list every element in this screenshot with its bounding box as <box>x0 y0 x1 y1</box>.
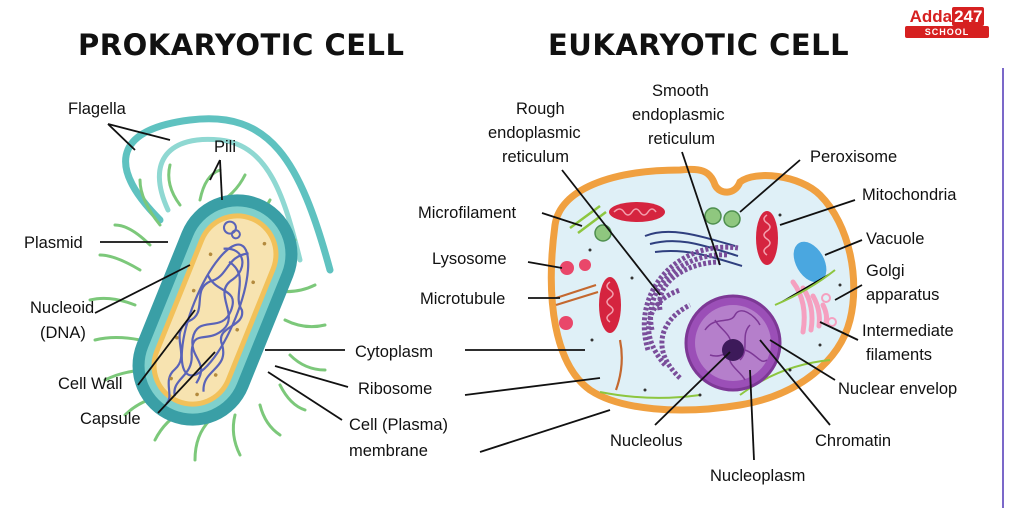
mitochondrion-1 <box>609 202 665 222</box>
label-golgi-line2: apparatus <box>866 286 939 304</box>
microtubule-2 <box>555 290 599 307</box>
label-rough-er-line3: reticulum <box>502 148 569 166</box>
mitochondrion-2 <box>756 211 778 265</box>
prokaryotic-leader-lines <box>94 123 349 421</box>
label-cell-wall: Cell Wall <box>58 375 122 393</box>
intermediate-filament-1 <box>774 269 836 306</box>
nucleoid-dna <box>165 243 250 405</box>
label-lysosome: Lysosome <box>432 250 507 268</box>
rough-er <box>641 244 739 380</box>
eukaryotic-leader-lines <box>464 151 863 461</box>
microtubule-1 <box>555 283 597 300</box>
prokaryotic-cell <box>88 115 334 462</box>
lysosome-2 <box>579 259 591 271</box>
cytoplasm-area <box>156 218 274 402</box>
golgi-vesicle-2 <box>827 317 837 327</box>
mitochondrion-3 <box>599 277 621 333</box>
label-ribosome: Ribosome <box>358 380 432 398</box>
label-smooth-er-line1: Smooth <box>652 82 709 100</box>
label-vacuole: Vacuole <box>866 230 924 248</box>
label-nucleolus: Nucleolus <box>610 432 682 450</box>
label-peroxisome: Peroxisome <box>810 148 897 166</box>
lysosome-3 <box>559 316 573 330</box>
intermediate-filament-3 <box>599 391 701 399</box>
label-mitochondria: Mitochondria <box>862 186 957 204</box>
flagellum-2 <box>156 136 303 263</box>
vacuole <box>793 241 827 283</box>
intermediate-filament-2 <box>739 359 831 396</box>
label-rough-er-line1: Rough <box>516 100 565 118</box>
label-membrane-line1: Cell (Plasma) <box>349 416 448 434</box>
label-plasmid: Plasmid <box>24 234 83 252</box>
microtubule-3 <box>614 339 623 391</box>
peroxisome-2 <box>723 210 741 228</box>
label-nucleoid-line2: (DNA) <box>40 324 86 342</box>
prokaryotic-title: PROKARYOTIC CELL <box>78 28 405 62</box>
divider-line <box>1002 68 1004 508</box>
label-nucleoplasm: Nucleoplasm <box>710 467 805 485</box>
plasmid <box>222 220 241 240</box>
label-chromatin: Chromatin <box>815 432 891 450</box>
label-intermediate-line1: Intermediate <box>862 322 954 340</box>
golgi-vesicle-1 <box>821 293 831 303</box>
label-capsule: Capsule <box>80 410 141 428</box>
logo-number: 247 <box>952 7 985 26</box>
label-nucleoid-line1: Nucleoid <box>30 299 94 317</box>
eukaryotic-title: EUKARYOTIC CELL <box>548 28 850 62</box>
label-microtubule: Microtubule <box>420 290 505 308</box>
eukaryotic-cell <box>547 165 858 414</box>
label-cytoplasm: Cytoplasm <box>355 343 433 361</box>
label-membrane-line2: membrane <box>349 442 428 460</box>
label-nuclear-envelope: Nuclear envelop <box>838 380 957 398</box>
lysosome-1 <box>560 261 574 275</box>
label-rough-er-line2: endoplasmic <box>488 124 581 142</box>
label-smooth-er-line2: endoplasmic <box>632 106 725 124</box>
label-pili: Pili <box>214 138 236 156</box>
label-flagella: Flagella <box>68 100 127 118</box>
microfilament-2 <box>577 211 607 234</box>
peroxisome-1 <box>704 207 722 225</box>
label-golgi-line1: Golgi <box>866 262 905 280</box>
label-intermediate-line2: filaments <box>866 346 932 364</box>
ribosomes <box>169 241 267 397</box>
flagellum-1 <box>122 115 334 274</box>
prokaryotic-labels: Flagella Pili Plasmid Nucleoid (DNA) Cel… <box>24 100 448 460</box>
peroxisome-3 <box>594 224 612 242</box>
free-ribosomes <box>588 213 842 397</box>
logo-brand-text: Adda <box>909 7 953 26</box>
label-smooth-er-line3: reticulum <box>648 130 715 148</box>
eukaryotic-labels: Rough endoplasmic reticulum Smooth endop… <box>418 82 957 485</box>
logo-sub: SCHOOL <box>905 26 989 38</box>
label-microfilament: Microfilament <box>418 204 517 222</box>
